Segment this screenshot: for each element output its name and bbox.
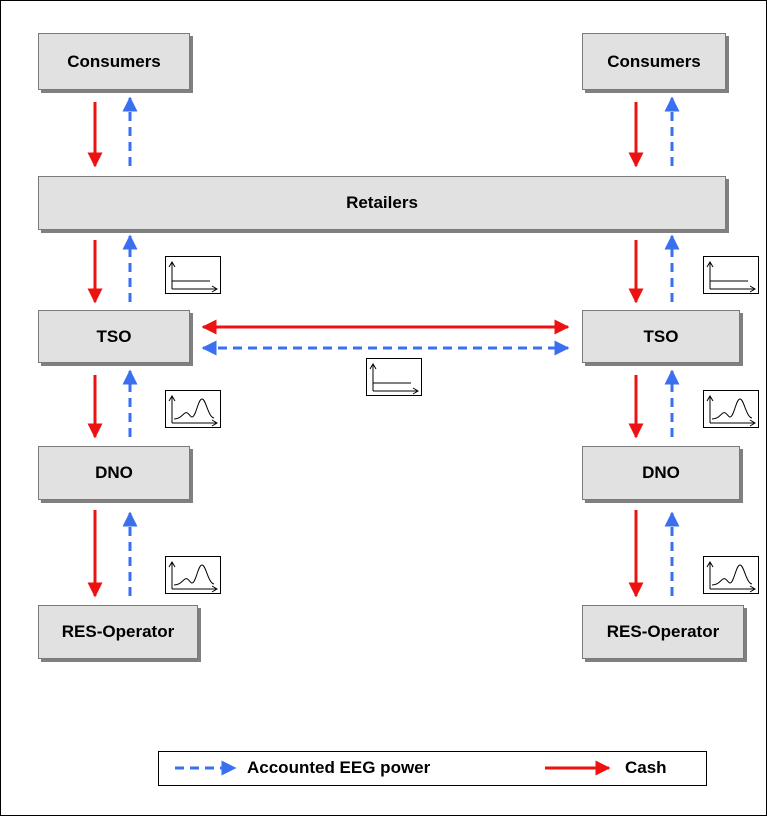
curve-profile-icon (703, 556, 759, 594)
legend-power-swatch (175, 760, 237, 776)
legend-cash-swatch (545, 760, 611, 776)
curve-profile-icon (165, 556, 221, 594)
curve-profile-icon (703, 390, 759, 428)
flat-profile-icon (165, 256, 221, 294)
curve-profile-icon (165, 390, 221, 428)
retailers-node: Retailers (38, 176, 726, 230)
res-operator-left-node: RES-Operator (38, 605, 198, 659)
tso-right-node: TSO (582, 310, 740, 363)
legend: Accounted EEG power Cash (158, 751, 707, 786)
flat-profile-icon (366, 358, 422, 396)
res-operator-right-node: RES-Operator (582, 605, 744, 659)
consumers-left-node: Consumers (38, 33, 190, 90)
legend-power-label: Accounted EEG power (247, 758, 431, 777)
dno-right-node: DNO (582, 446, 740, 500)
consumers-right-node: Consumers (582, 33, 726, 90)
flat-profile-icon (703, 256, 759, 294)
tso-left-node: TSO (38, 310, 190, 363)
legend-cash-label: Cash (625, 758, 667, 777)
dno-left-node: DNO (38, 446, 190, 500)
